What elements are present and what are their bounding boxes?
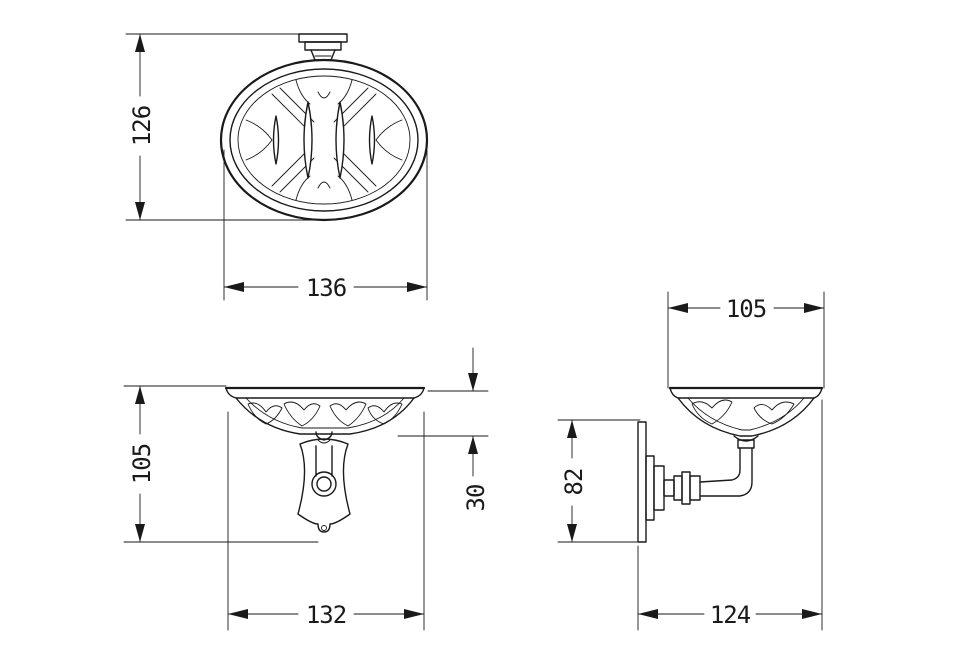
front-view-cutouts (247, 401, 403, 427)
dim-side-top-width: 105 (667, 291, 825, 389)
top-view-lattice (245, 79, 403, 201)
dim-top-height: 126 (125, 33, 321, 221)
top-view-rim-inner (229, 68, 419, 212)
dim-front-height-label: 105 (128, 444, 156, 484)
top-view (219, 33, 429, 222)
front-view (224, 386, 426, 533)
dim-front-depth-label: 30 (462, 485, 490, 512)
dim-top-width-label: 136 (306, 274, 346, 302)
side-view-cutouts (691, 399, 795, 425)
top-view-bracket (298, 33, 348, 61)
dim-front-width: 132 (227, 411, 425, 631)
dim-top-width: 136 (223, 149, 428, 302)
top-view-slots (272, 101, 376, 179)
dim-front-depth: 30 (397, 347, 490, 512)
dim-side-height-label: 82 (560, 469, 588, 496)
dim-side-depth-label: 124 (710, 601, 751, 629)
dim-top-height-label: 126 (128, 106, 156, 146)
dim-side-height: 82 (557, 419, 641, 543)
dim-side-top-width-label: 105 (726, 295, 766, 323)
dim-front-width-label: 132 (306, 601, 346, 629)
dim-front-height: 105 (123, 385, 319, 543)
side-view (637, 386, 824, 543)
top-view-rim-outer (219, 58, 429, 222)
top-view-basket (237, 75, 411, 205)
dim-side-depth: 124 (637, 399, 823, 631)
